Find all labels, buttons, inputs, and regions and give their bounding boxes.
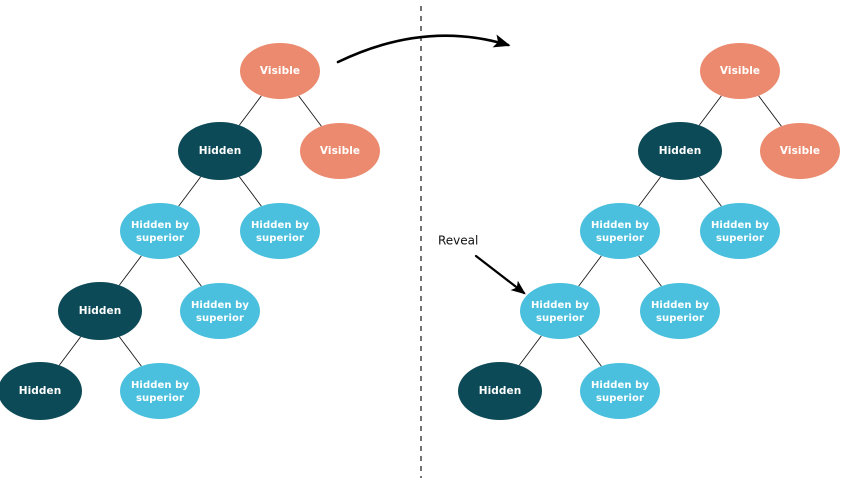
node-label: Hidden by [131, 380, 189, 391]
node-label: Hidden [79, 305, 122, 317]
node-ellipse[interactable] [458, 362, 542, 420]
tree-node-hidden_by_superior[interactable]: Hidden by superior [580, 203, 660, 259]
tree-node-hidden_by_superior[interactable]: Hidden by superior [120, 363, 200, 419]
node-label: Hidden by [591, 380, 649, 391]
reveal-arrow [474, 254, 526, 295]
node-ellipse[interactable] [58, 282, 142, 340]
tree-node-visible[interactable]: Visible [300, 123, 380, 179]
tree-edge [578, 255, 602, 287]
node-label-line2: superior [136, 233, 184, 244]
tree-node-hidden[interactable]: Hidden [0, 362, 82, 420]
node-ellipse[interactable] [700, 43, 780, 99]
node-label: Visible [260, 65, 300, 77]
reveal-label: Reveal [438, 234, 478, 248]
tree-edge [58, 336, 82, 366]
tree-edge [238, 95, 262, 126]
node-ellipse[interactable] [240, 203, 320, 259]
tree-edge [298, 95, 322, 127]
node-label-line2: superior [656, 313, 704, 324]
node-label: Visible [720, 65, 760, 77]
tree-node-hidden[interactable]: Hidden [178, 122, 262, 180]
node-ellipse[interactable] [638, 122, 722, 180]
tree-node-hidden_by_superior[interactable]: Hidden by superior [520, 283, 600, 339]
node-ellipse[interactable] [520, 283, 600, 339]
node-label: Visible [320, 145, 360, 157]
transformation-curved-arrow [336, 34, 511, 64]
tree-node-hidden_by_superior[interactable]: Hidden by superior [120, 203, 200, 259]
tree-node-hidden[interactable]: Hidden [458, 362, 542, 420]
node-label-line2: superior [136, 393, 184, 404]
node-label-line2: superior [536, 313, 584, 324]
tree-node-hidden_by_superior[interactable]: Hidden by superior [640, 283, 720, 339]
node-ellipse[interactable] [700, 203, 780, 259]
node-label-line2: superior [196, 313, 244, 324]
node-label: Hidden by [191, 300, 249, 311]
tree-edge [518, 335, 542, 366]
tree-node-hidden_by_superior[interactable]: Hidden by superior [180, 283, 260, 339]
tree-edge [758, 95, 782, 127]
tree-node-hidden_by_superior[interactable]: Hidden by superior [580, 363, 660, 419]
node-ellipse[interactable] [180, 283, 260, 339]
node-label: Hidden by [651, 300, 709, 311]
node-label-line2: superior [596, 393, 644, 404]
tree-node-hidden_by_superior[interactable]: Hidden by superior [700, 203, 780, 259]
tree-node-visible[interactable]: Visible [240, 43, 320, 99]
tree-edge [638, 255, 662, 287]
tree-edge [238, 176, 262, 207]
tree-node-hidden_by_superior[interactable]: Hidden by superior [240, 203, 320, 259]
node-ellipse[interactable] [0, 362, 82, 420]
node-label: Hidden by [711, 220, 769, 231]
node-label: Hidden by [251, 220, 309, 231]
tree-node-visible[interactable]: Visible [700, 43, 780, 99]
node-label: Hidden by [591, 220, 649, 231]
tree-node-visible[interactable]: Visible [760, 123, 840, 179]
node-ellipse[interactable] [120, 363, 200, 419]
node-label: Visible [780, 145, 820, 157]
tree-edge [178, 176, 202, 207]
tree-edge [578, 335, 602, 367]
tree-node-hidden[interactable]: Hidden [638, 122, 722, 180]
node-label: Hidden [659, 145, 702, 157]
node-ellipse[interactable] [580, 363, 660, 419]
tree-edge [118, 336, 142, 367]
node-label-line2: superior [256, 233, 304, 244]
node-ellipse[interactable] [178, 122, 262, 180]
node-ellipse[interactable] [240, 43, 320, 99]
node-ellipse[interactable] [120, 203, 200, 259]
node-label-line2: superior [716, 233, 764, 244]
tree-edge [178, 255, 202, 287]
node-label: Hidden [479, 385, 522, 397]
node-ellipse[interactable] [580, 203, 660, 259]
tree-edge [698, 176, 722, 207]
after-tree-edges [518, 95, 782, 367]
node-label: Hidden by [131, 220, 189, 231]
before-tree-edges [58, 95, 322, 367]
node-label: Hidden [199, 145, 242, 157]
node-label: Hidden by [531, 300, 589, 311]
node-label-line2: superior [596, 233, 644, 244]
tree-edge [118, 255, 142, 286]
node-ellipse[interactable] [760, 123, 840, 179]
node-ellipse[interactable] [640, 283, 720, 339]
tree-node-hidden[interactable]: Hidden [58, 282, 142, 340]
node-ellipse[interactable] [300, 123, 380, 179]
node-label: Hidden [19, 385, 62, 397]
tree-edge [638, 176, 662, 207]
tree-edge [698, 95, 722, 126]
